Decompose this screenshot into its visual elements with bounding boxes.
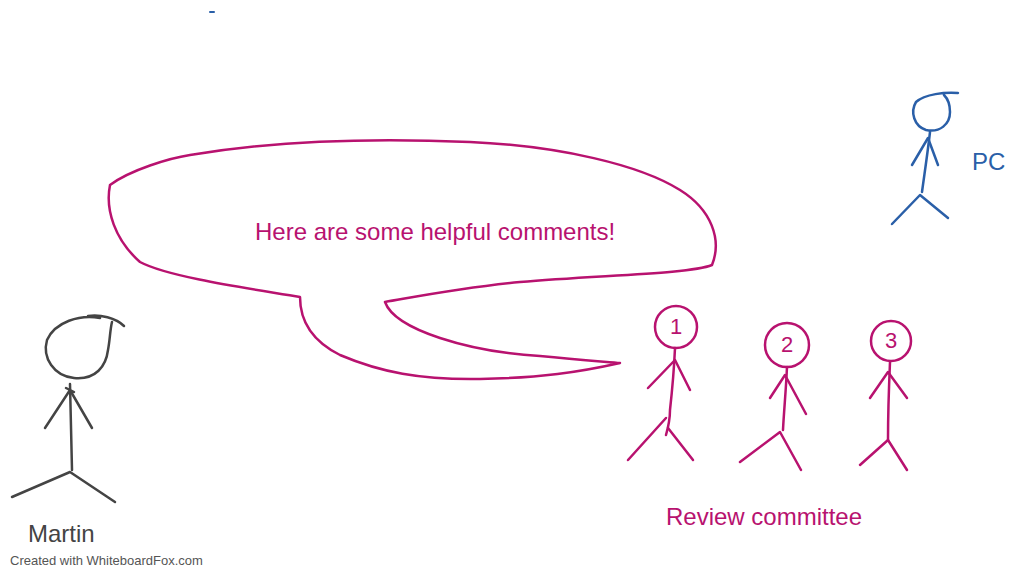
martin-figure [12,315,124,502]
stray-mark [210,11,214,13]
reviewer-bodies [628,348,907,470]
callout-number: 2 [781,332,793,357]
bubble-outline [108,138,722,382]
head-circle [655,306,697,348]
callout-number: 3 [885,328,897,353]
person-name: PC [972,148,1005,176]
bubble-path [109,140,716,379]
person-name: Martin [28,520,95,548]
watermark: Created with WhiteboardFox.com [10,554,203,569]
reviewer-head: 2 [763,321,811,369]
group-name: Review committee [666,503,862,531]
head-circle [765,323,809,367]
head-circle [871,321,911,361]
speech-text: Here are some helpful comments! [255,218,615,246]
pc-figure [892,93,958,224]
callout-number: 1 [670,314,682,339]
speech-bubble: Here are some helpful comments! [108,138,722,382]
reviewer-head: 1 [653,304,699,350]
reviewer-head: 3 [869,319,913,363]
